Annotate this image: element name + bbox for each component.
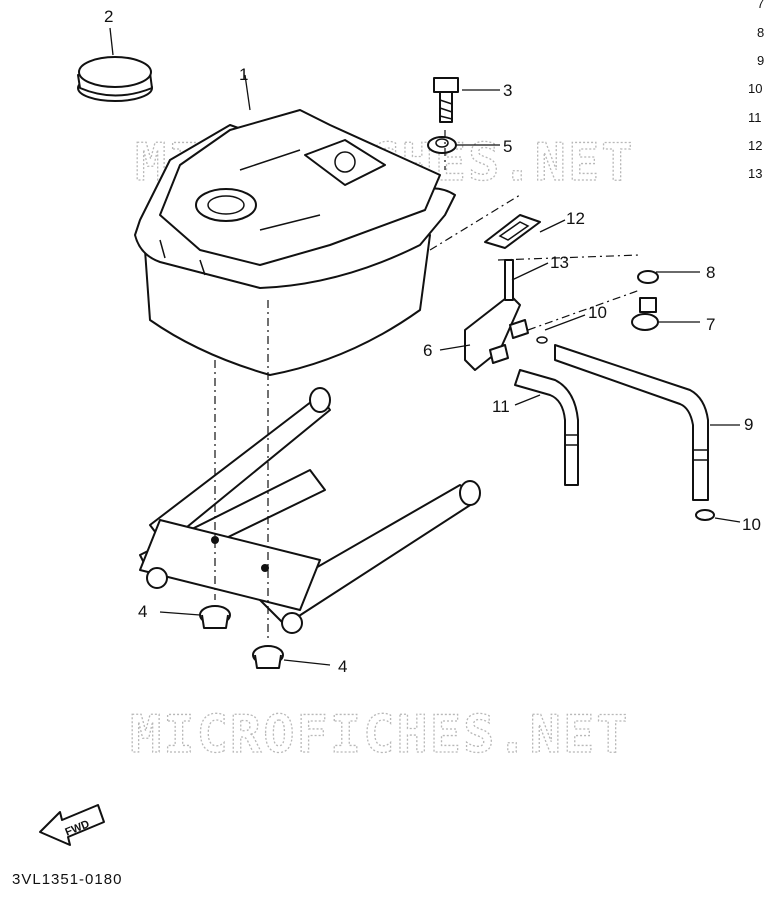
callouts: 2 1 3 5 12 13 6 10 8 7 11 9 10 4 4 xyxy=(104,7,761,676)
diagram-code: 3VL1351-0180 xyxy=(12,871,122,888)
hose-9 xyxy=(554,344,709,501)
gasket-12 xyxy=(484,214,541,249)
index-list: 7 8 9 10 11 12 13 xyxy=(748,0,764,181)
index-item: 10 xyxy=(748,81,762,96)
index-item: 12 xyxy=(748,138,762,153)
callout-1: 1 xyxy=(239,65,248,84)
leader-lines xyxy=(109,27,741,666)
callout-10-upper: 10 xyxy=(588,303,607,322)
watermark-bottom: MICROFICHES.NET xyxy=(130,705,630,765)
callout-12: 12 xyxy=(566,209,585,228)
fuel-cock xyxy=(464,259,529,371)
callout-13: 13 xyxy=(550,253,569,272)
washer-8 xyxy=(637,270,659,284)
callout-7: 7 xyxy=(706,315,715,334)
assembly-lines xyxy=(214,130,641,640)
tank-cap xyxy=(77,56,153,102)
fwd-arrow: FWD xyxy=(39,804,105,846)
frame-bracket xyxy=(139,387,481,634)
callout-11: 11 xyxy=(492,397,510,416)
callout-2: 2 xyxy=(104,7,113,26)
callout-9: 9 xyxy=(744,415,753,434)
callout-3: 3 xyxy=(503,81,512,100)
index-item: 9 xyxy=(757,53,764,68)
clip-10-upper xyxy=(536,336,548,344)
callout-8: 8 xyxy=(706,263,715,282)
callout-4-right: 4 xyxy=(338,657,347,676)
index-item: 11 xyxy=(748,110,762,125)
callout-5: 5 xyxy=(503,137,512,156)
index-item: 7 xyxy=(757,0,764,11)
clip-10-lower xyxy=(695,509,715,521)
fuel-tank xyxy=(134,109,456,376)
index-item: 13 xyxy=(748,166,762,181)
bolt-3 xyxy=(433,77,459,123)
bolt-7 xyxy=(631,297,659,331)
grommet-5 xyxy=(427,136,457,154)
callout-4-left: 4 xyxy=(138,602,147,621)
hose-11 xyxy=(514,369,579,486)
callout-10-lower: 10 xyxy=(742,515,761,534)
nut-4-left xyxy=(199,605,231,629)
index-item: 8 xyxy=(757,25,764,40)
callout-6: 6 xyxy=(423,341,432,360)
nut-4-right xyxy=(252,645,284,669)
